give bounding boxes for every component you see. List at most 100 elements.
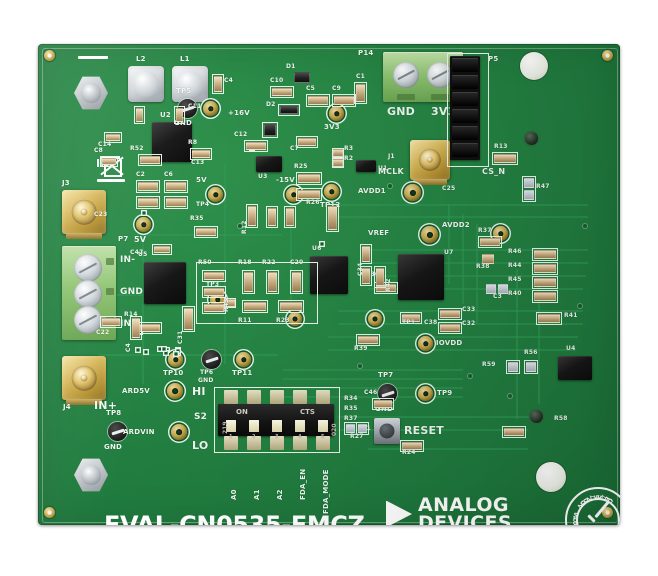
smd-part — [328, 206, 337, 230]
smd-outline — [278, 300, 304, 313]
test-point-AVDD1[interactable] — [404, 184, 421, 201]
smd-outline — [164, 196, 188, 209]
test-point-IOVDD[interactable] — [418, 336, 433, 351]
trace — [368, 262, 588, 264]
dip-actuator-1[interactable] — [226, 420, 236, 432]
designator-R46: R46 — [508, 248, 522, 255]
smd-outline — [266, 270, 279, 294]
smd-part — [374, 400, 392, 408]
smd-part — [272, 88, 292, 96]
smd-part — [298, 190, 320, 199]
label-5V-b: 5V — [134, 235, 147, 244]
smd-part — [184, 308, 193, 330]
smd-part — [333, 159, 343, 167]
smd-part — [334, 96, 354, 105]
smd-outline — [138, 154, 162, 166]
trace — [338, 429, 528, 431]
designator-R50: R50 — [198, 259, 212, 266]
test-point-TP10[interactable] — [168, 352, 183, 367]
dip-part-code-2: 020 — [331, 423, 338, 436]
smd-part — [534, 264, 556, 273]
designator-TP4: TP4 — [196, 201, 210, 208]
test-point-TP8[interactable] — [108, 422, 127, 441]
designator-U5: U5 — [138, 251, 148, 258]
terminal-block-P14[interactable] — [383, 52, 463, 102]
designator-TP10: TP10 — [163, 369, 184, 377]
smd-outline — [202, 270, 226, 282]
mounting-hole-bottom-right — [536, 462, 566, 492]
designator-R24: R24 — [402, 449, 416, 456]
test-point-TP6[interactable] — [202, 350, 221, 369]
test-point-TP11[interactable] — [236, 352, 251, 367]
reset-button-S1[interactable] — [374, 418, 400, 444]
dip-switch-outline — [214, 387, 340, 453]
jumper[interactable] — [452, 143, 478, 157]
smd-part — [440, 310, 460, 318]
test-point-TP5-pad[interactable] — [203, 101, 218, 116]
dip-actuator-5[interactable] — [318, 420, 328, 432]
smd-part — [166, 182, 186, 191]
designator-U2: U2 — [160, 111, 171, 119]
dip-signal-a1: A1 — [253, 489, 261, 500]
designator-C9: C9 — [332, 85, 341, 92]
test-point-AVDD2[interactable] — [493, 226, 508, 241]
terminal-block-P7[interactable] — [62, 246, 116, 340]
designator-C38: C38 — [424, 319, 438, 326]
test-point-neg15V[interactable] — [286, 187, 301, 202]
designator-P14: P14 — [358, 49, 374, 57]
smd-pad — [498, 284, 508, 294]
jumper[interactable] — [452, 92, 478, 106]
test-point-ARDVIN[interactable] — [171, 424, 187, 440]
jumper[interactable] — [452, 109, 478, 123]
designator-TP3: TP3 — [206, 281, 220, 288]
smd-part — [534, 292, 556, 301]
sma-connector-J4[interactable] — [62, 356, 106, 405]
label-5V-left: 5V — [196, 176, 207, 184]
designator-R23: R23 — [276, 317, 290, 324]
designator-TP9: TP9 — [437, 389, 453, 397]
smd-part — [138, 198, 158, 207]
dip-actuator-2[interactable] — [249, 420, 259, 432]
dip-actuator-3[interactable] — [272, 420, 282, 432]
label-CS_N: CS_N — [482, 167, 506, 176]
jumper[interactable] — [452, 126, 478, 140]
jumper[interactable] — [452, 58, 478, 72]
adi-name-line1: ANALOG — [418, 494, 509, 516]
test-point-TP9[interactable] — [418, 386, 433, 401]
trace — [516, 269, 518, 419]
designator-C8: C8 — [94, 147, 103, 154]
smd-part — [482, 254, 494, 264]
designator-R42: R42 — [385, 278, 392, 292]
dip-actuator-4[interactable] — [295, 420, 305, 432]
label-J4: IN+ — [94, 399, 118, 412]
test-point-VREF[interactable] — [421, 226, 438, 243]
header-P5[interactable] — [450, 56, 480, 160]
designator-C46: C46 — [364, 389, 378, 396]
smd-part — [294, 72, 310, 83]
jumper[interactable] — [452, 75, 478, 89]
label-AVDD2: AVDD2 — [442, 221, 470, 229]
dip-lead — [224, 390, 238, 404]
smd-outline — [262, 122, 278, 138]
smd-outline — [136, 196, 160, 209]
trace — [98, 354, 278, 356]
smd-part — [402, 442, 422, 450]
test-point-3V3[interactable] — [329, 106, 344, 121]
smd-outline — [400, 312, 422, 324]
smd-outline — [202, 302, 226, 314]
smd-part — [280, 302, 302, 311]
smd-outline — [356, 334, 380, 346]
sma-connector-J1[interactable] — [410, 140, 450, 185]
trace — [328, 349, 576, 351]
dip-lead — [224, 436, 238, 450]
test-point-5V-b[interactable] — [136, 217, 151, 232]
via-pad — [368, 312, 382, 326]
smd-part — [286, 208, 294, 226]
test-point-5V[interactable] — [208, 187, 223, 202]
smd-outline — [374, 282, 398, 294]
sma-connector-J3[interactable] — [62, 190, 106, 239]
test-point-ARD5V[interactable] — [167, 383, 183, 399]
test-point-TP12[interactable] — [324, 184, 339, 199]
dip-pos-4: 4 — [298, 434, 302, 440]
smd-pad — [346, 424, 355, 433]
